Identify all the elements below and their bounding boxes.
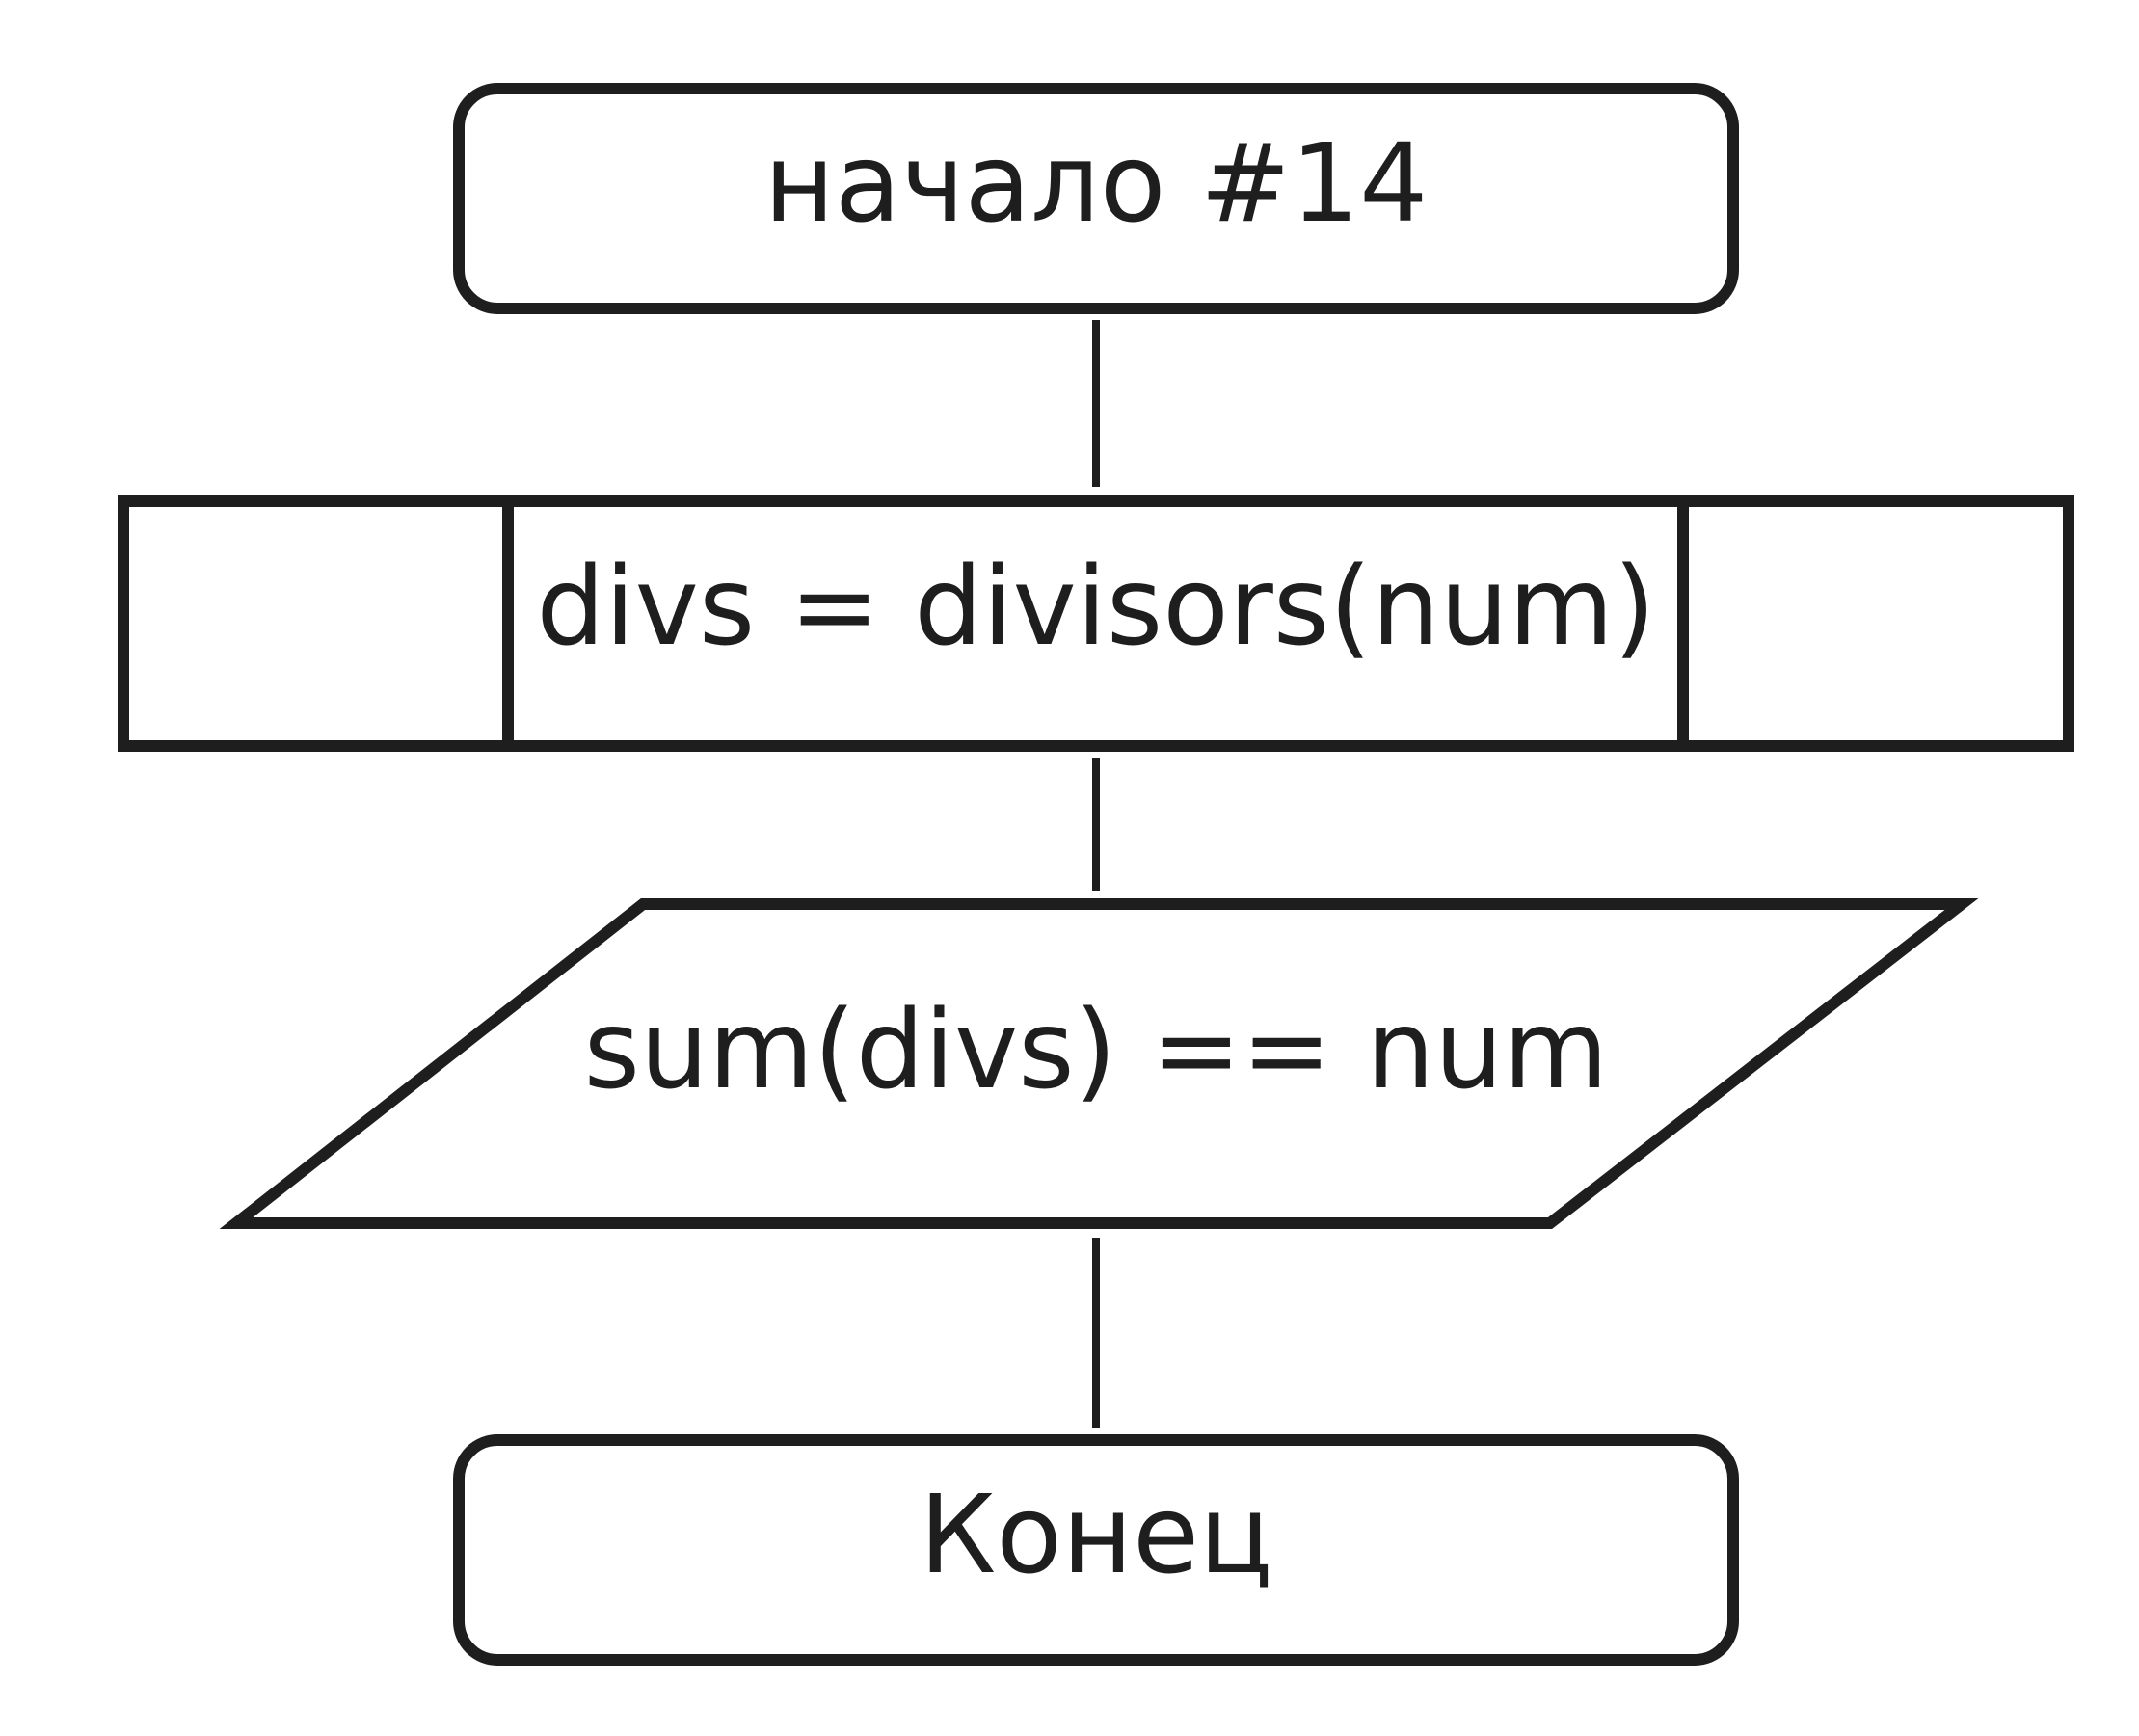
- io-node-label: sum(divs) == num: [584, 988, 1609, 1113]
- start-node-shape: [453, 83, 1739, 314]
- end-node-label: Конец: [920, 1473, 1272, 1598]
- start-node: начало #14: [453, 83, 1739, 314]
- process-node-shape: [118, 495, 2074, 752]
- io-node: sum(divs) == num: [219, 898, 1979, 1229]
- io-node-shape: [219, 898, 1979, 1229]
- end-node-shape: [453, 1434, 1739, 1666]
- process-node-label: divs = divisors(num): [536, 545, 1655, 670]
- start-node-label: начало #14: [764, 121, 1429, 247]
- process-node: divs = divisors(num): [118, 495, 2074, 752]
- end-node: Конец: [453, 1434, 1739, 1666]
